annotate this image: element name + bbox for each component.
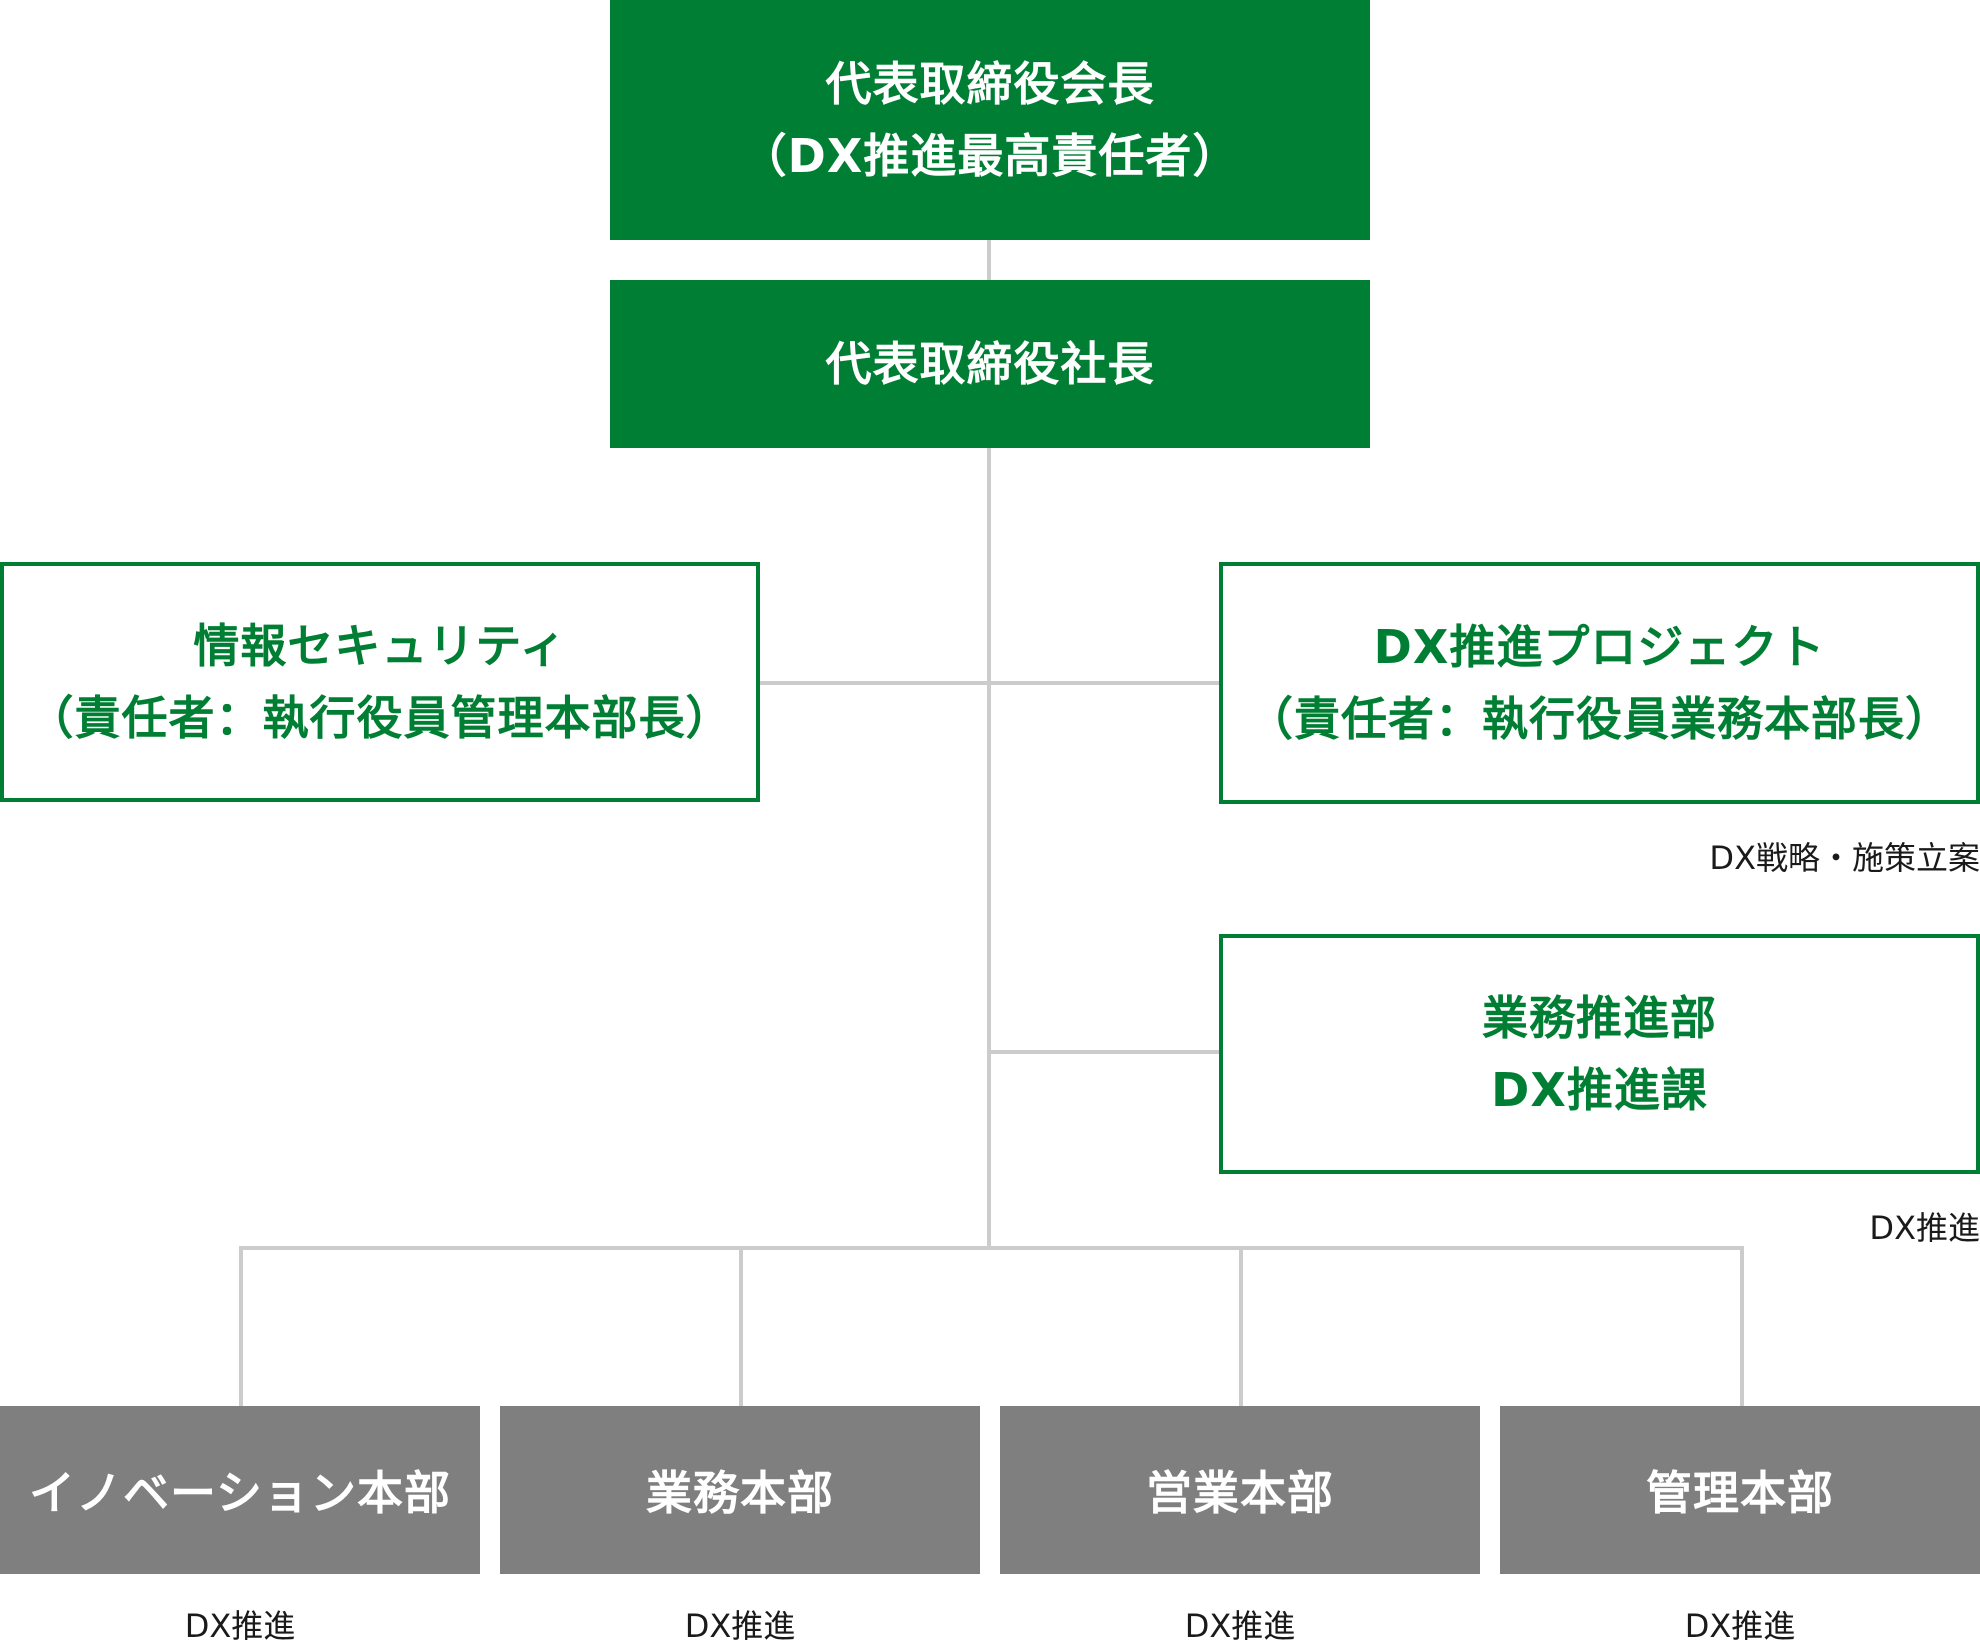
president-box: 代表取締役社長 bbox=[610, 280, 1370, 448]
connector-dept-business bbox=[739, 1246, 743, 1406]
business-promotion-title: 業務推進部 bbox=[1482, 991, 1717, 1045]
dept-innovation-box: イノベーション本部 bbox=[0, 1406, 480, 1574]
connector-dept-sales bbox=[1239, 1246, 1243, 1406]
connector-trunk bbox=[987, 448, 991, 1248]
security-box: 情報セキュリティ （責任者：執行役員管理本部長） bbox=[0, 562, 760, 802]
security-title: 情報セキュリティ bbox=[193, 619, 567, 673]
dept-admin-note: DX推進 bbox=[1684, 1607, 1796, 1645]
dept-admin-box: 管理本部 bbox=[1500, 1406, 1980, 1574]
connector-chairman-president bbox=[987, 240, 991, 280]
dept-business-box: 業務本部 bbox=[500, 1406, 980, 1574]
dx-project-box: DX推進プロジェクト （責任者：執行役員業務本部長） bbox=[1219, 562, 1980, 804]
chairman-subtitle: （DX推進最高責任者） bbox=[740, 129, 1240, 183]
dept-innovation-note: DX推進 bbox=[184, 1607, 296, 1645]
connector-dept-admin bbox=[1740, 1246, 1744, 1406]
dx-project-title: DX推進プロジェクト bbox=[1373, 620, 1826, 674]
business-promotion-box: 業務推進部 DX推進課 bbox=[1219, 934, 1980, 1174]
connector-departments-horizontal bbox=[239, 1246, 1744, 1250]
dept-sales-box: 営業本部 bbox=[1000, 1406, 1480, 1574]
dept-sales-label: 営業本部 bbox=[1146, 1466, 1334, 1520]
connector-security bbox=[758, 681, 989, 685]
dept-sales-note: DX推進 bbox=[1184, 1607, 1296, 1645]
chairman-box: 代表取締役会長 （DX推進最高責任者） bbox=[610, 0, 1370, 240]
connector-dept-innovation bbox=[239, 1246, 243, 1406]
business-promotion-note: DX推進 bbox=[1869, 1209, 1980, 1247]
dept-innovation-label: イノベーション本部 bbox=[28, 1466, 452, 1520]
dept-business-label: 業務本部 bbox=[646, 1466, 834, 1520]
dx-project-subtitle: （責任者：執行役員業務本部長） bbox=[1247, 692, 1952, 746]
dx-project-note: DX戦略・施策立案 bbox=[1709, 839, 1980, 877]
chairman-title: 代表取締役会長 bbox=[825, 57, 1155, 111]
president-title: 代表取締役社長 bbox=[825, 337, 1155, 391]
security-subtitle: （責任者：執行役員管理本部長） bbox=[27, 691, 733, 745]
business-promotion-subtitle: DX推進課 bbox=[1491, 1063, 1708, 1117]
connector-business-promotion bbox=[989, 1050, 1221, 1054]
dept-admin-label: 管理本部 bbox=[1646, 1466, 1834, 1520]
dept-business-note: DX推進 bbox=[684, 1607, 796, 1645]
connector-dx-project bbox=[989, 681, 1221, 685]
